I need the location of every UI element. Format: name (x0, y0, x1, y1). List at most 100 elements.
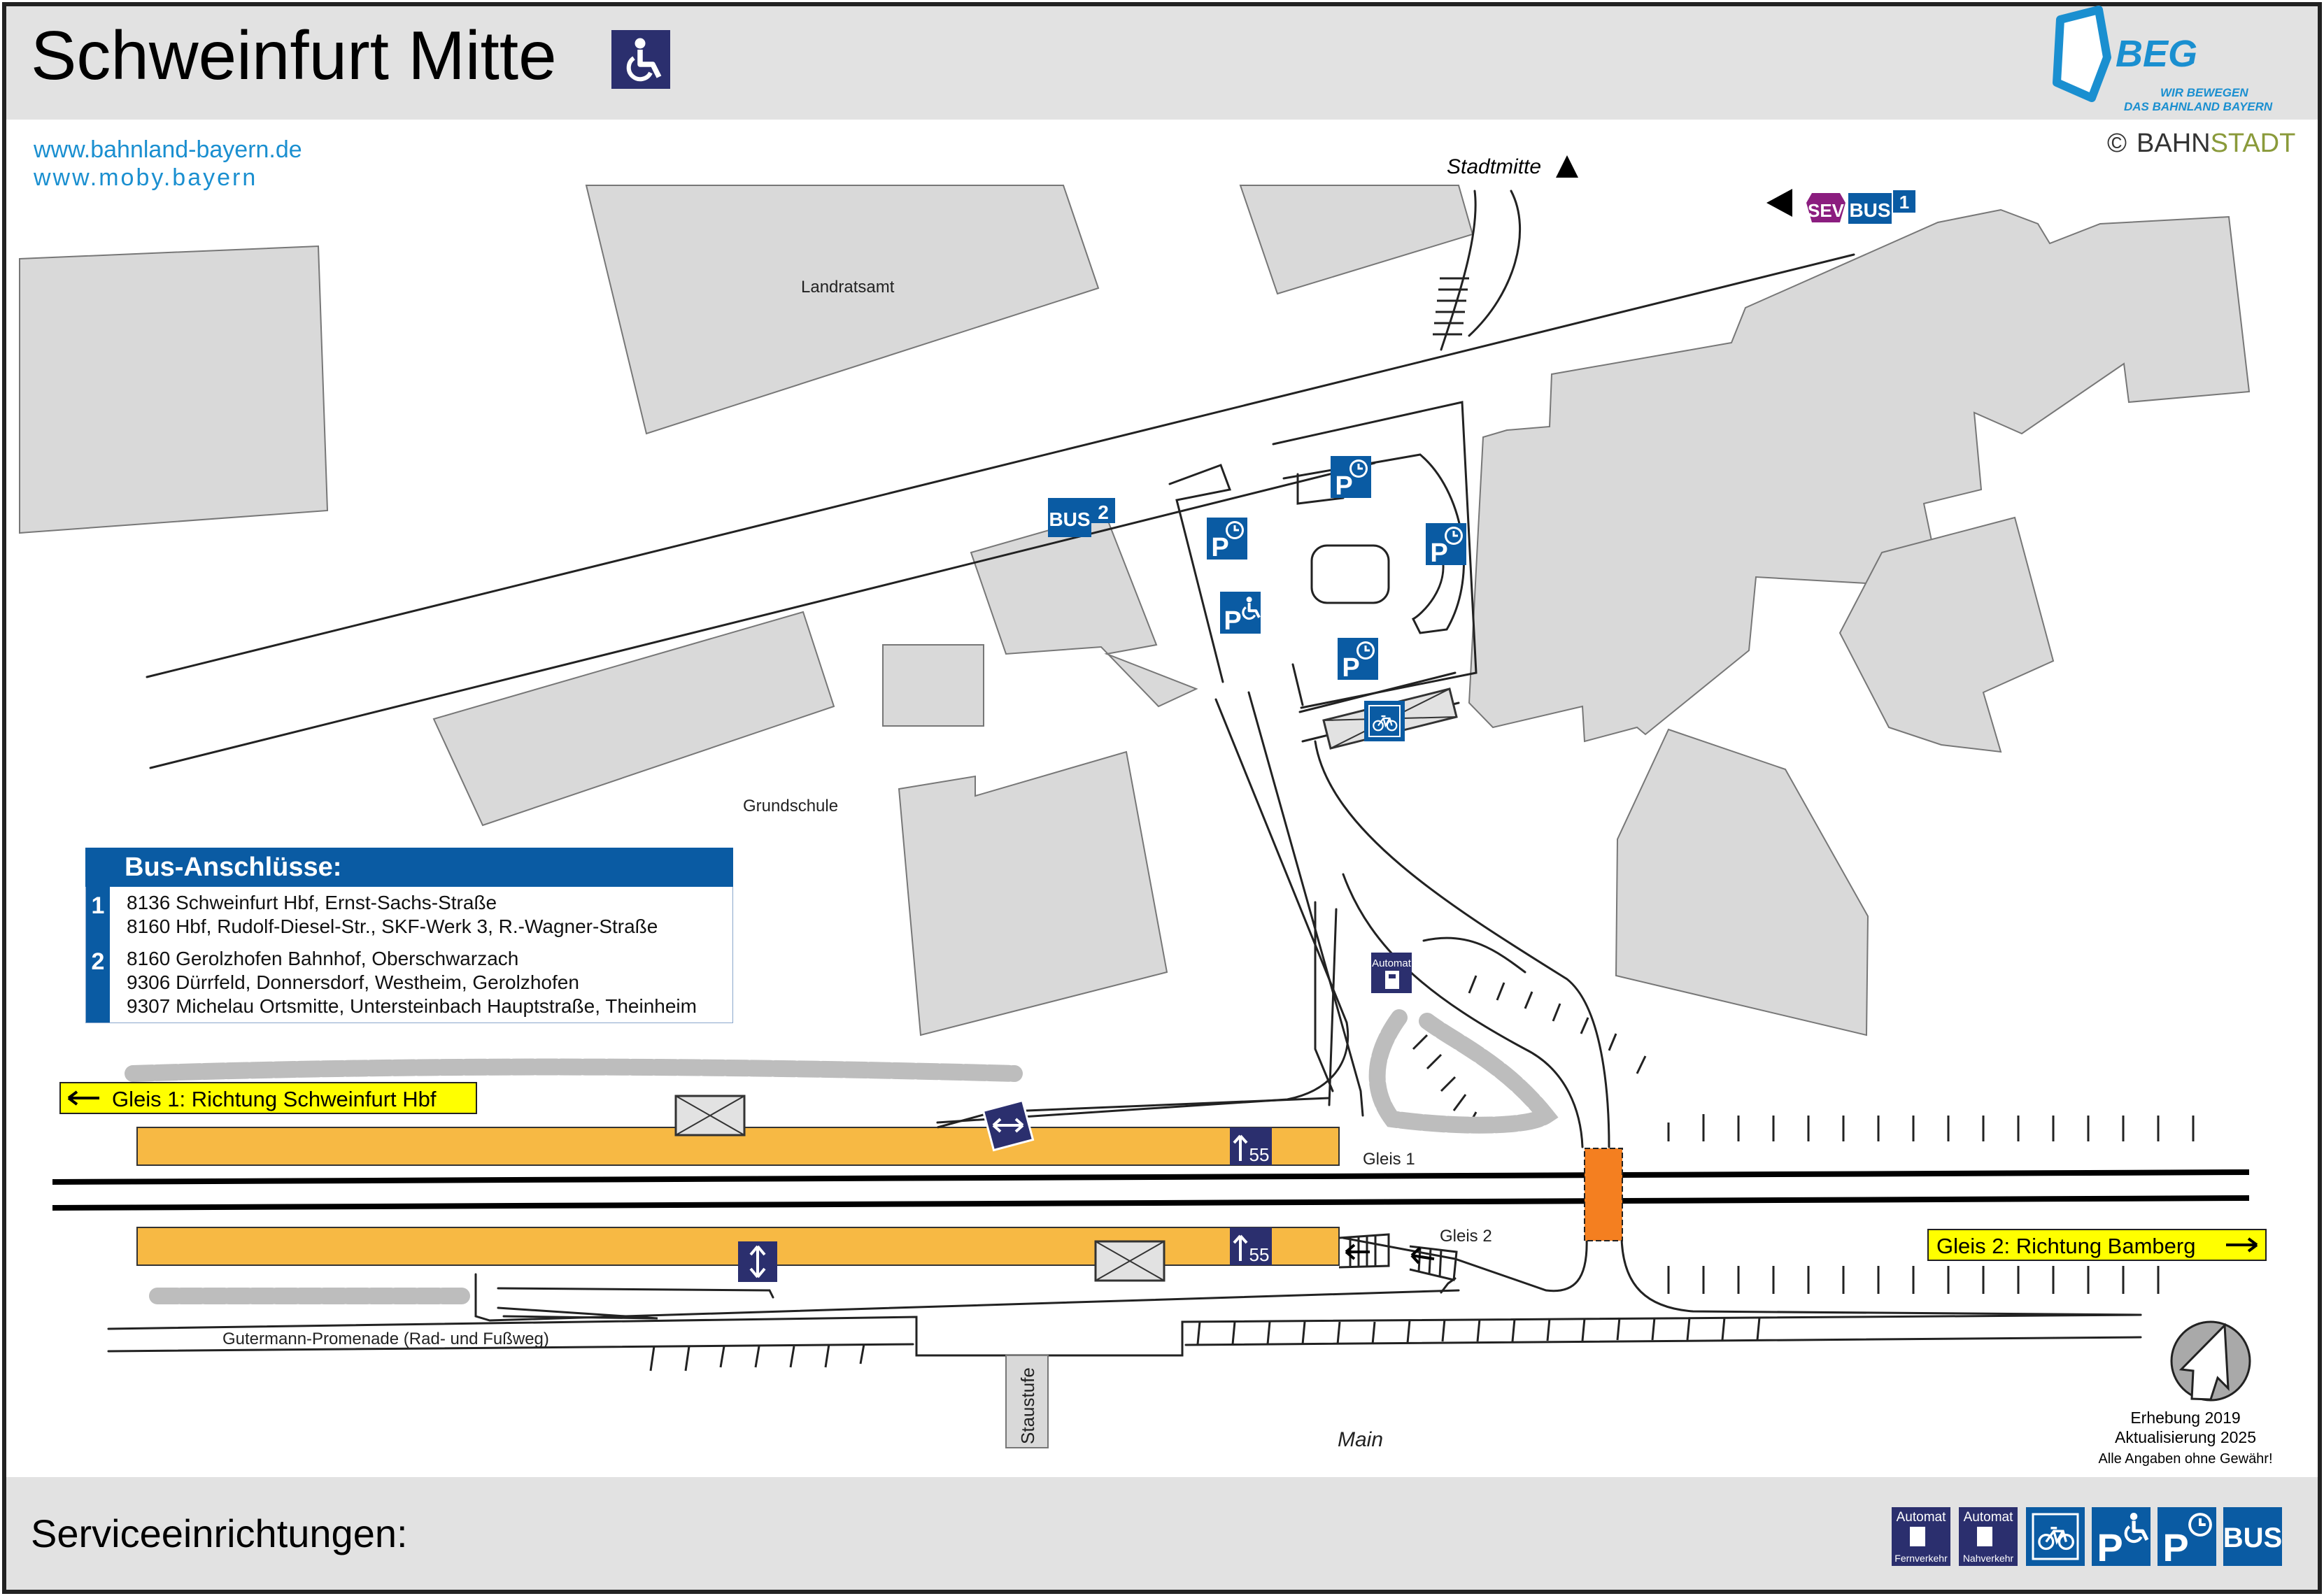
ticket-machine-icon (1977, 1527, 1992, 1546)
header-band (4, 4, 2320, 120)
hedge-ramp (1368, 1009, 1559, 1134)
parking-sign-1-text: P (1211, 533, 1228, 562)
building-west (19, 245, 329, 534)
beg-tagline-2: DAS BAHNLAND BAYERN (2124, 100, 2273, 113)
copyright-mark: ©BAHNSTADT (2107, 129, 2295, 158)
service-bike-parking (2026, 1507, 2085, 1566)
clock-icon (1443, 525, 1464, 546)
staustufe-label: Staustufe (1017, 1367, 1038, 1444)
level-crossing (1584, 1148, 1623, 1241)
crossing-south-path (1342, 1237, 1588, 1292)
ticket-machine-icon (1910, 1527, 1925, 1546)
bus-stop-1-number: 1 (1899, 192, 1909, 213)
gleis-1-label: Gleis 1 (1363, 1150, 1415, 1169)
building-small (882, 644, 984, 727)
direction-sign-gleis-1: Gleis 1: Richtung Schweinfurt Hbf (59, 1082, 477, 1114)
beg-logo-text: BEG (2116, 33, 2197, 75)
main-river-label: Main (1338, 1428, 1383, 1451)
survey-year: Erhebung 2019 (2130, 1409, 2240, 1427)
building-east-small (1838, 516, 2055, 753)
track-gleis-2 (52, 1195, 2250, 1211)
bus-connections-title: Bus-Anschlüsse: (85, 848, 733, 887)
disclaimer: Alle Angaben ohne Gewähr! (2098, 1451, 2272, 1467)
promenade-north-edge (107, 1313, 2142, 1357)
accessible-station-icon (611, 30, 670, 89)
arrow-right-icon (2226, 1237, 2258, 1253)
parking-inner-right (1282, 453, 1465, 634)
grundschule-label: Grundschule (743, 797, 838, 815)
sev-badge (1806, 193, 1845, 222)
stairs-arrow-1 (1345, 1244, 1370, 1260)
sev-arrow-icon (1766, 189, 1792, 217)
parking-bays (1412, 975, 1647, 1128)
main-road-south-edge (149, 462, 1376, 769)
hedge-gleis1 (125, 1058, 1023, 1082)
clock-icon (1224, 520, 1245, 541)
sev-text: SEV (1808, 200, 1845, 221)
double-arrow-vertical-icon (749, 1245, 766, 1278)
bus-badge-1 (1848, 193, 1892, 224)
east-south-path (1620, 1237, 2142, 1316)
service-accessible-parking: P (2092, 1507, 2151, 1569)
service-bus-text: BUS (2223, 1523, 2282, 1553)
bus-stop-2-number: 2 (1098, 501, 1109, 523)
path-to-stadtmitte (1468, 190, 1521, 337)
parking-sign-2: P (1331, 456, 1371, 501)
stairs-arrow-2 (1410, 1246, 1435, 1264)
lift-icon (1233, 1134, 1248, 1161)
parking-inner-bottom-left (1291, 663, 1304, 706)
parking-sign-4-text: P (1342, 653, 1359, 683)
direction-gleis-1-text: Gleis 1: Richtung Schweinfurt Hbf (112, 1087, 437, 1111)
footpath-narrow (1314, 901, 1338, 1106)
clock-icon (1348, 458, 1369, 479)
promenade-label: Gutermann-Promenade (Rad- und Fußweg) (222, 1330, 549, 1348)
parking-sign-4: P (1338, 638, 1378, 683)
platform-change-sign-gleis-1 (982, 1099, 1035, 1152)
service-parking-text: P (2162, 1525, 2188, 1569)
bus-line: 8136 Schweinfurt Hbf, Ernst-Sachs-Straße (127, 892, 497, 913)
staustufe-structure (1005, 1355, 1049, 1448)
gleis-2-label: Gleis 2 (1440, 1227, 1492, 1246)
buildings (19, 185, 2251, 1036)
lift-icon (1233, 1234, 1248, 1261)
sev-bus-stop-1-sign: SEV BUS 1 (1766, 189, 1915, 224)
bus-group-1-number: 1 (86, 887, 110, 943)
bus-stop-2-text: BUS (1049, 508, 1090, 530)
arrow-left-icon (67, 1090, 99, 1106)
building-grundschule (898, 750, 1168, 1036)
parking-sign-3-text: P (1430, 539, 1447, 568)
link-bahnland-bayern[interactable]: www.bahnland-bayern.de (33, 136, 302, 163)
clock-icon (1355, 640, 1376, 661)
platform-change-sign-gleis-2 (738, 1241, 777, 1282)
link-moby-bayern[interactable]: www.moby.bayern (33, 164, 257, 191)
footpath-west (936, 698, 1349, 1124)
east-parking-ticks (1667, 1114, 2195, 1294)
shelter-gleis-2 (1094, 1240, 1165, 1282)
service-automat-2-label: Automat (1964, 1510, 2013, 1525)
platform2-access-inner (497, 1287, 774, 1299)
direction-sign-gleis-2: Gleis 2: Richtung Bamberg (1927, 1229, 2267, 1261)
building-north-center (1239, 185, 1474, 295)
parking-sign-2-text: P (1335, 471, 1352, 501)
landratsamt-label: Landratsamt (801, 278, 895, 297)
parking-accessible-sign: P (1220, 592, 1261, 636)
building-south-east (1615, 728, 1869, 1036)
stadtmitte-label: Stadtmitte (1447, 155, 1541, 178)
bike-shelter-edge-1 (1298, 671, 1457, 713)
bus-line: 8160 Hbf, Rudolf-Diesel-Str., SKF-Werk 3… (127, 915, 658, 937)
beg-logo: BEG WIR BEWEGEN DAS BAHNLAND BAYERN (2053, 6, 2273, 113)
beg-tagline-1: WIR BEWEGEN (2160, 86, 2248, 99)
ramp-curve-top (1422, 936, 1526, 974)
bus-connections-group-2: 2 8160 Gerolzhofen Bahnhof, Oberschwarza… (85, 943, 733, 1023)
bus-group-2-number: 2 (86, 943, 110, 1023)
bike-parking-sign (1364, 701, 1405, 741)
north-arrow-icon (2170, 1320, 2251, 1402)
bus-stop-2-sign: BUS 2 (1048, 498, 1115, 537)
parking-accessible-text: P (1224, 606, 1241, 636)
roads (107, 190, 2142, 1357)
clock-icon (2187, 1511, 2213, 1538)
services-title: Serviceeinrichtungen: (31, 1511, 408, 1555)
ticket-machine-icon (1385, 971, 1399, 989)
update-year: Aktualisierung 2025 (2115, 1428, 2256, 1446)
